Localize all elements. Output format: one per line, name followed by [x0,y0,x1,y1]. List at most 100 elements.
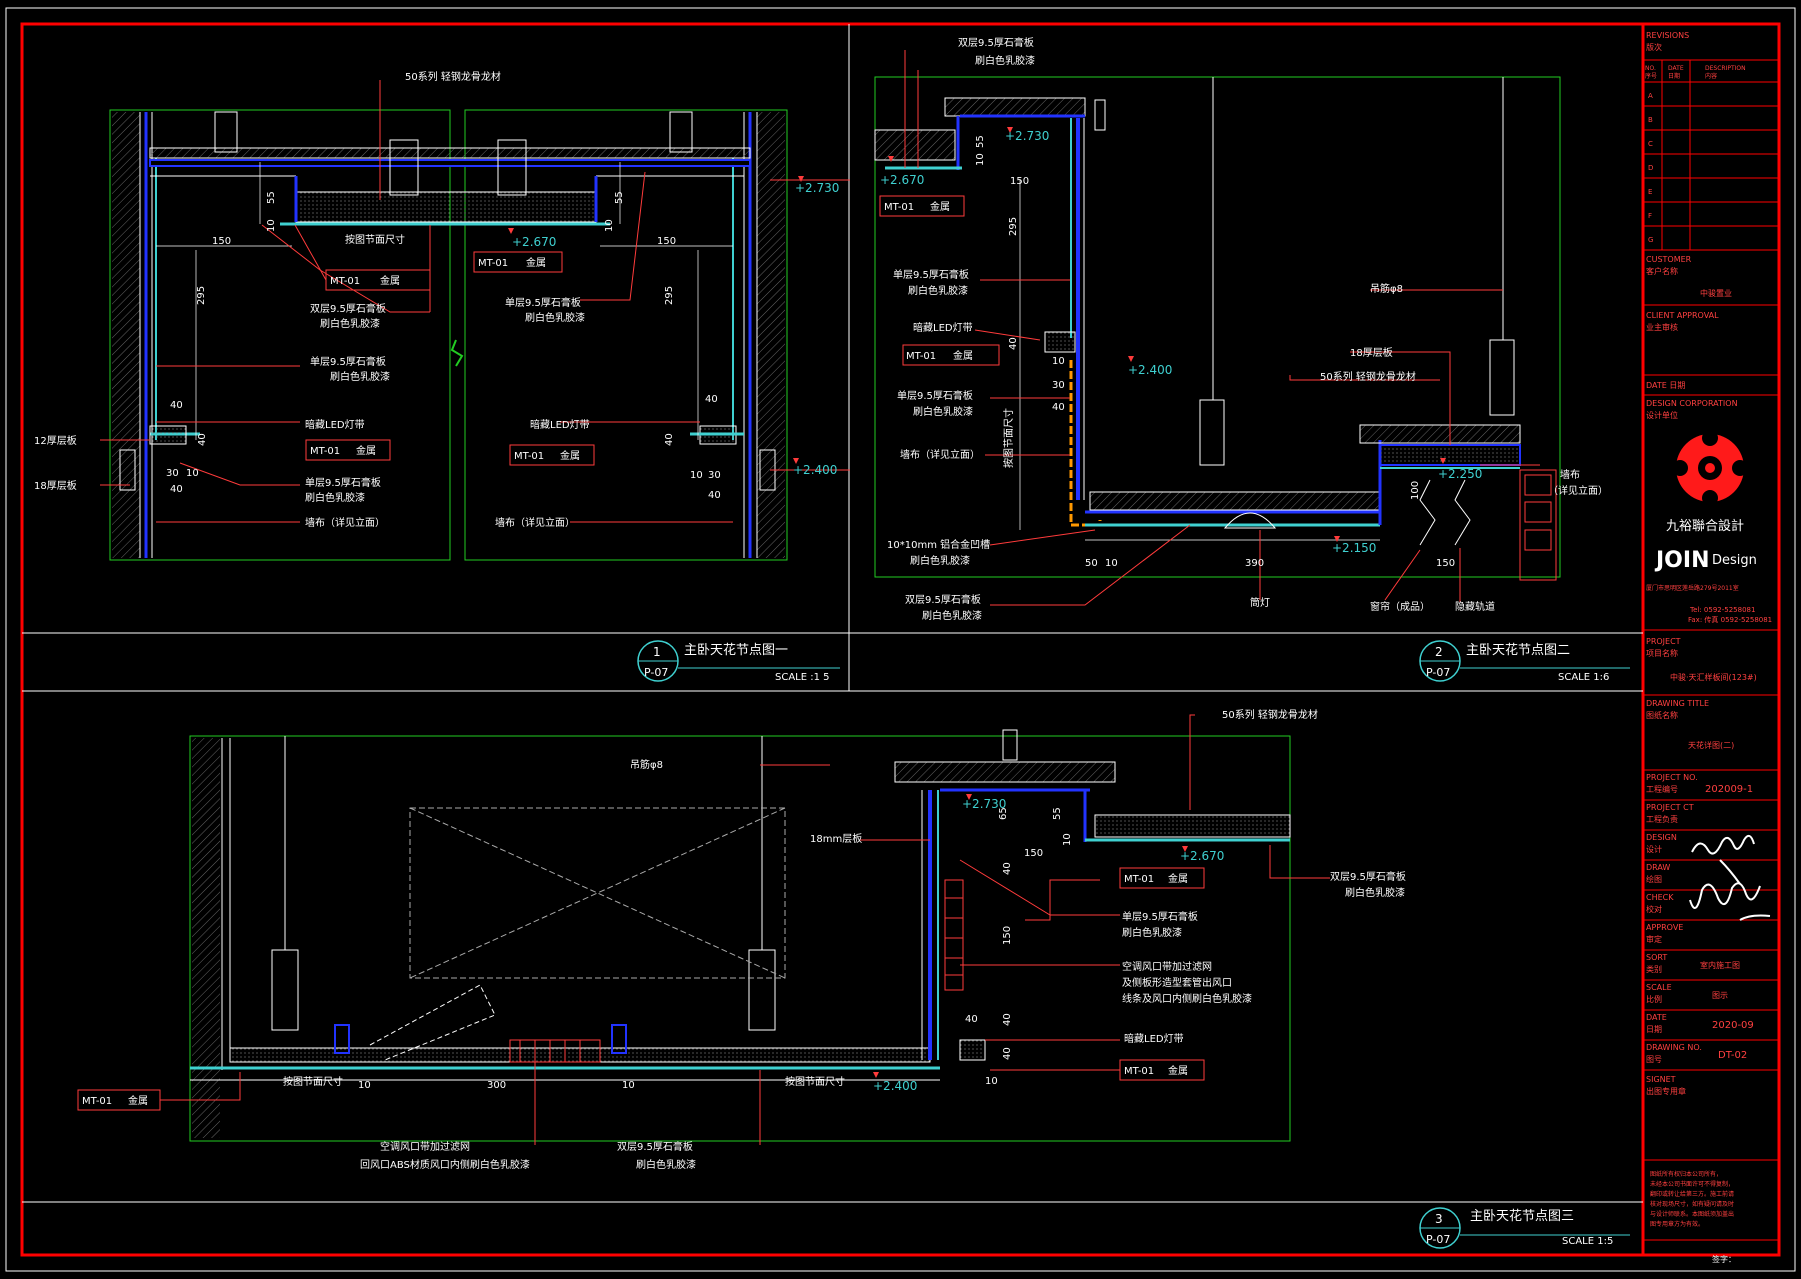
svg-text:G: G [1648,236,1653,244]
svg-text:核对现场尺寸，如有疑问请及时: 核对现场尺寸，如有疑问请及时 [1650,1200,1734,1208]
red-frame [20,22,1781,1257]
svg-text:PROJECT: PROJECT [1646,637,1681,646]
title-block-text: REVISIONS 版次 NO. 序号 DATE 日期 DESCRIPTION … [1645,31,1772,1264]
svg-text:图专用章方为有效。: 图专用章方为有效。 [1650,1220,1704,1228]
svg-text:Fax: 传真 0592-5258081: Fax: 传真 0592-5258081 [1688,615,1772,624]
detail-1 [100,80,850,561]
svg-text:窗帘（成品）: 窗帘（成品） [1370,600,1430,613]
svg-text:刷白色乳胶漆: 刷白色乳胶漆 [1122,926,1182,939]
svg-text:REVISIONS: REVISIONS [1646,31,1689,40]
svg-text:40: 40 [1002,1047,1013,1060]
svg-text:3: 3 [1435,1212,1443,1226]
svg-text:双层9.5厚石膏板: 双层9.5厚石膏板 [958,36,1034,49]
svg-text:150: 150 [1010,176,1029,187]
svg-text:10: 10 [1105,558,1118,569]
drawing-title-value: 天花详图(二) [1688,740,1734,750]
svg-text:A: A [1648,92,1653,100]
project-no-value: 202009-1 [1705,784,1753,795]
elev-2670: +2.670 [1180,849,1224,863]
svg-text:10: 10 [358,1080,371,1091]
svg-text:墙布（详见立面）: 墙布（详见立面） [305,516,385,529]
svg-text:SORT: SORT [1646,953,1667,962]
svg-text:DESIGN CORPORATION: DESIGN CORPORATION [1646,399,1738,408]
panel-title: 主卧天花节点图二 [1466,642,1570,658]
customer-value: 中骏置业 [1700,288,1732,298]
svg-text:按图节面尺寸: 按图节面尺寸 [283,1075,343,1088]
svg-text:设计单位: 设计单位 [1646,410,1678,420]
svg-text:与设计师联系。本图纸须加盖出: 与设计师联系。本图纸须加盖出 [1650,1210,1734,1218]
scale-label: SCALE 1:5 [1562,1236,1613,1247]
svg-text:295: 295 [664,286,675,305]
svg-text:墙布（详见立面）: 墙布（详见立面） [495,516,575,529]
elev-2670: +2.670 [512,235,556,249]
svg-text:刷白色乳胶漆: 刷白色乳胶漆 [525,311,585,324]
svg-text:CUSTOMER: CUSTOMER [1646,255,1692,264]
tag-mt01: MT-01 [478,258,508,269]
detail-1-text: 50系列 轻钢龙骨龙材 +2.730 +2.670 +2.400 MT-01 金… [34,70,839,529]
svg-text:30: 30 [166,468,179,479]
elev-2400: +2.400 [1128,363,1172,377]
label-keel: 50系列 轻钢龙骨龙材 [405,70,501,83]
svg-text:翻印或转让给第三方。施工前请: 翻印或转让给第三方。施工前请 [1650,1190,1734,1198]
svg-text:线条及风口内侧刷白色乳胶漆: 线条及风口内侧刷白色乳胶漆 [1122,992,1252,1005]
project-value: 中骏·天汇样板间(123#) [1670,672,1757,682]
signature-check [1689,882,1771,921]
svg-text:40: 40 [170,484,183,495]
svg-text:DATE 日期: DATE 日期 [1646,381,1685,390]
svg-text:刷白色乳胶漆: 刷白色乳胶漆 [636,1158,696,1171]
tag-mt01: MT-01 [1124,1066,1154,1077]
svg-text:比例: 比例 [1646,994,1662,1004]
svg-text:刷白色乳胶漆: 刷白色乳胶漆 [320,317,380,330]
panel-title: 主卧天花节点图三 [1470,1208,1574,1224]
tag-mt01: MT-01 [330,276,360,287]
svg-text:室内施工图: 室内施工图 [1700,960,1740,970]
svg-text:图纸所有权归本公司所有，: 图纸所有权归本公司所有， [1650,1170,1722,1178]
svg-text:金属: 金属 [380,274,400,287]
svg-text:空调风口带加过滤网: 空调风口带加过滤网 [380,1140,470,1153]
svg-text:签字：: 签字： [1712,1254,1736,1264]
svg-text:DRAWING NO.: DRAWING NO. [1646,1043,1702,1052]
svg-text:DRAW: DRAW [1646,863,1670,872]
elev-2400: +2.400 [793,463,837,477]
svg-text:55: 55 [1052,807,1063,820]
svg-text:APPROVE: APPROVE [1646,923,1683,932]
svg-text:客户名称: 客户名称 [1646,266,1678,276]
svg-text:30: 30 [1052,380,1065,391]
elev-2730: +2.730 [1005,129,1049,143]
svg-text:40: 40 [708,490,721,501]
scale-label: SCALE 1:6 [1558,672,1609,683]
logo-text: 九裕聯合設計 [1666,518,1744,534]
date-value: 2020-09 [1712,1020,1754,1031]
svg-text:40: 40 [1002,862,1013,875]
svg-text:65: 65 [998,807,1009,820]
svg-text:内容: 内容 [1705,72,1717,80]
svg-text:10: 10 [1062,833,1073,846]
svg-text:墙布（详见立面）: 墙布（详见立面） [900,448,980,461]
title-block [1643,59,1779,1241]
scale-label: SCALE :1 5 [775,672,830,683]
company-logo [1672,430,1748,506]
svg-text:NO.: NO. [1645,65,1656,72]
svg-text:未经本公司书面许可不得复制，: 未经本公司书面许可不得复制， [1650,1180,1734,1188]
svg-text:隐藏轨道: 隐藏轨道 [1455,600,1495,613]
svg-text:D: D [1648,164,1653,172]
svg-text:刷白色乳胶漆: 刷白色乳胶漆 [305,491,365,504]
elev-2150: +2.150 [1332,541,1376,555]
svg-text:暗藏LED灯带: 暗藏LED灯带 [1124,1032,1184,1045]
svg-text:双层9.5厚石膏板: 双层9.5厚石膏板 [1330,870,1406,883]
svg-text:390: 390 [1245,558,1264,569]
svg-text:150: 150 [1024,848,1043,859]
svg-text:金属: 金属 [356,444,376,457]
svg-text:CLIENT APPROVAL: CLIENT APPROVAL [1646,311,1719,320]
svg-text:单层9.5厚石膏板: 单层9.5厚石膏板 [897,389,973,402]
svg-text:55: 55 [614,191,625,204]
detail-2 [874,50,1561,606]
svg-text:40: 40 [1052,402,1065,413]
svg-text:单层9.5厚石膏板: 单层9.5厚石膏板 [893,268,969,281]
svg-text:刷白色乳胶漆: 刷白色乳胶漆 [910,554,970,567]
svg-text:55: 55 [266,191,277,204]
svg-text:双层9.5厚石膏板: 双层9.5厚石膏板 [310,302,386,315]
svg-text:金属: 金属 [1168,1064,1188,1077]
svg-text:筒灯: 筒灯 [1250,596,1270,609]
svg-text:DRAWING TITLE: DRAWING TITLE [1646,699,1709,708]
